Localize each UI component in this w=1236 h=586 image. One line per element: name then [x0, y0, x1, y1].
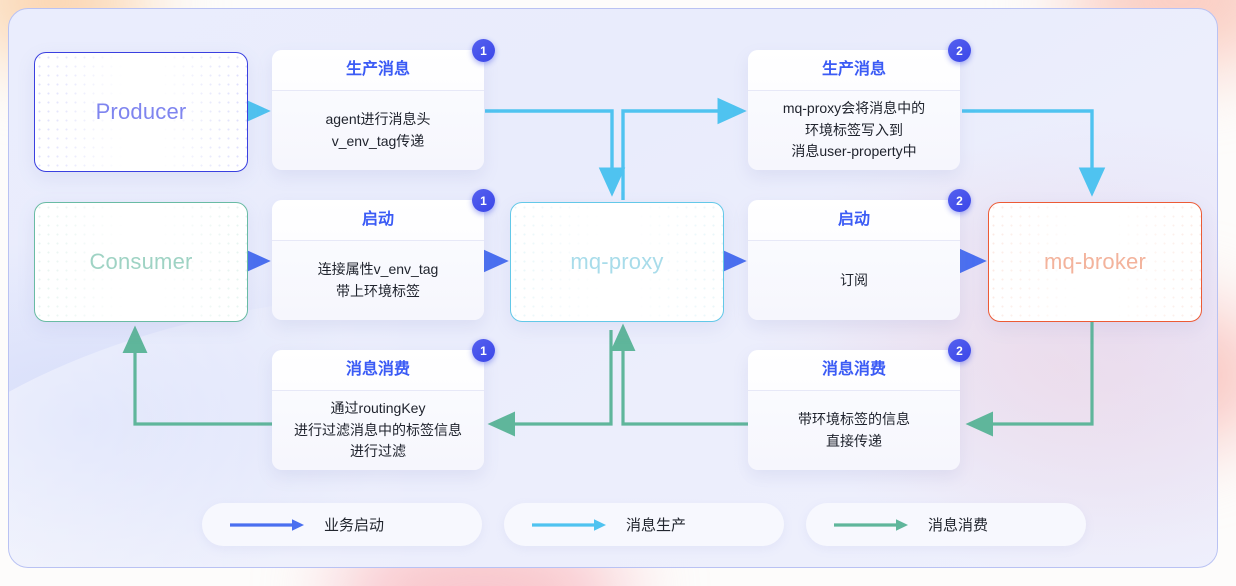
dot-pattern — [511, 203, 723, 321]
step-card-proxy-produce[interactable]: 2 生产消息 mq-proxy会将消息中的环境标签写入到消息user-prope… — [748, 39, 971, 170]
dot-pattern — [989, 203, 1201, 321]
entity-producer[interactable]: Producer — [34, 52, 248, 172]
step-header: 生产消息 — [272, 50, 484, 91]
arrow-icon — [834, 518, 908, 531]
entity-consumer[interactable]: Consumer — [34, 202, 248, 322]
legend-label: 消息消费 — [928, 517, 989, 534]
step-header: 消息消费 — [748, 350, 960, 391]
step-badge: 1 — [472, 339, 495, 362]
entity-mq-proxy[interactable]: mq-proxy — [510, 202, 724, 322]
entity-mq-proxy-label: mq-proxy — [570, 249, 664, 274]
dot-pattern — [35, 53, 247, 171]
entity-consumer-label: Consumer — [89, 249, 193, 274]
step-card-proxy-start[interactable]: 2 启动 订阅 — [748, 189, 971, 320]
legend-label: 业务启动 — [324, 517, 385, 534]
legend-message-produce[interactable]: 消息生产 — [504, 503, 784, 546]
entity-mq-broker-label: mq-broker — [1043, 249, 1147, 274]
entity-producer-label: Producer — [95, 99, 187, 124]
legend-business-start[interactable]: 业务启动 — [202, 503, 482, 546]
legend-message-consume[interactable]: 消息消费 — [806, 503, 1086, 546]
step-card-broker-consume[interactable]: 2 消息消费 带环境标签的信息直接传递 — [748, 339, 971, 470]
step-badge: 1 — [472, 189, 495, 212]
arrow-icon — [532, 518, 606, 531]
step-badge: 2 — [948, 39, 971, 62]
step-header: 启动 — [748, 200, 960, 241]
step-header: 启动 — [272, 200, 484, 241]
step-body: mq-proxy会将消息中的环境标签写入到消息user-property中 — [782, 99, 926, 160]
step-body: 带环境标签的信息直接传递 — [798, 410, 910, 449]
step-body: 订阅 — [840, 271, 868, 288]
step-badge: 1 — [472, 39, 495, 62]
legend-label: 消息生产 — [626, 517, 687, 534]
step-header: 生产消息 — [748, 50, 960, 91]
step-badge: 2 — [948, 189, 971, 212]
entity-mq-broker[interactable]: mq-broker — [988, 202, 1202, 322]
arrow-icon — [230, 518, 304, 531]
step-header: 消息消费 — [272, 350, 484, 391]
step-badge: 2 — [948, 339, 971, 362]
dot-pattern — [35, 203, 247, 321]
